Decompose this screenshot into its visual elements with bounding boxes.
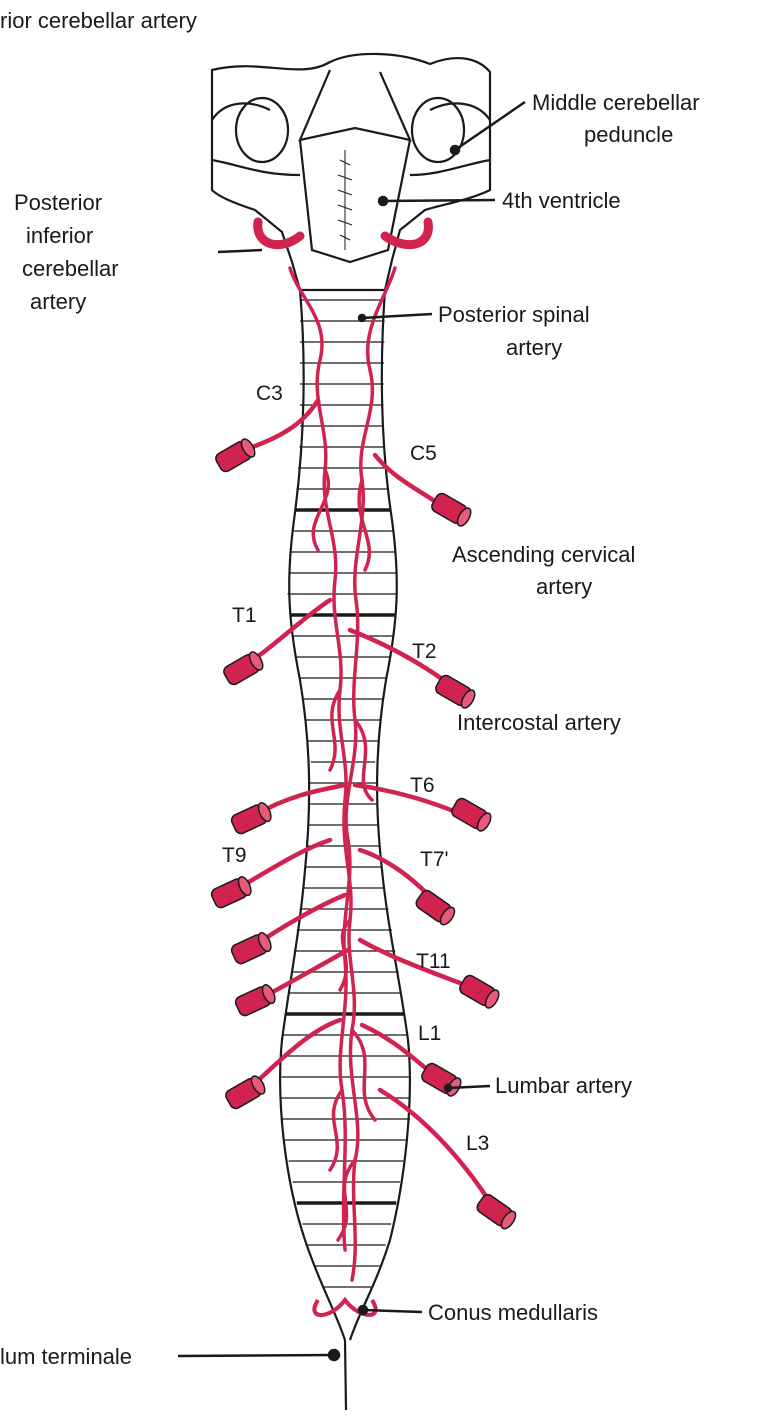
fourth-ventricle-hatching	[338, 150, 352, 250]
artery-stump	[430, 491, 474, 528]
segment-t7: T7'	[420, 848, 449, 871]
artery-stump	[230, 931, 274, 966]
label-posterior-spinal-2: artery	[506, 335, 562, 360]
artery-stump	[420, 1061, 464, 1098]
label-fourth-ventricle: 4th ventricle	[502, 188, 621, 213]
segment-t9: T9	[222, 844, 247, 867]
label-posterior-spinal-1: Posterior spinal	[438, 302, 590, 327]
brainstem-outline	[212, 54, 490, 290]
segment-t2: T2	[412, 640, 437, 663]
artery-stump	[450, 796, 494, 833]
artery-stump	[222, 650, 266, 687]
segment-c5: C5	[410, 442, 437, 465]
artery-stump	[475, 1192, 518, 1231]
segment-c3: C3	[256, 382, 283, 405]
artery-stump	[210, 875, 254, 910]
posterior-spinal-arteries	[290, 268, 395, 1280]
label-top-truncated: rior cerebellar artery	[0, 8, 197, 33]
label-conus: Conus medullaris	[428, 1300, 598, 1325]
segment-t11: T11	[416, 950, 451, 973]
label-filum-truncated: lum terminale	[0, 1344, 132, 1369]
label-pica-4: artery	[30, 289, 86, 314]
artery-stump	[214, 437, 258, 474]
artery-stump	[414, 888, 457, 927]
segment-t6: T6	[410, 774, 435, 797]
label-ascending-cervical-1: Ascending cervical	[452, 542, 635, 567]
label-lumbar: Lumbar artery	[495, 1073, 632, 1098]
segment-l3: L3	[466, 1132, 489, 1155]
label-pica-1: Posterior	[14, 190, 102, 215]
label-middle-cerebellar-peduncle-1: Middle cerebellar	[532, 90, 700, 115]
label-pica-2: inferior	[26, 223, 93, 248]
segment-l1: L1	[418, 1022, 441, 1045]
artery-stump	[434, 673, 478, 710]
label-middle-cerebellar-peduncle-2: peduncle	[584, 122, 673, 147]
label-intercostal: Intercostal artery	[457, 710, 621, 735]
artery-stump	[458, 973, 502, 1010]
artery-stump	[224, 1074, 268, 1111]
artery-stump	[234, 983, 278, 1018]
artery-stump	[230, 801, 274, 836]
label-pica-3: cerebellar	[22, 256, 119, 281]
label-ascending-cervical-2: artery	[536, 574, 592, 599]
segment-t1: T1	[232, 604, 257, 627]
